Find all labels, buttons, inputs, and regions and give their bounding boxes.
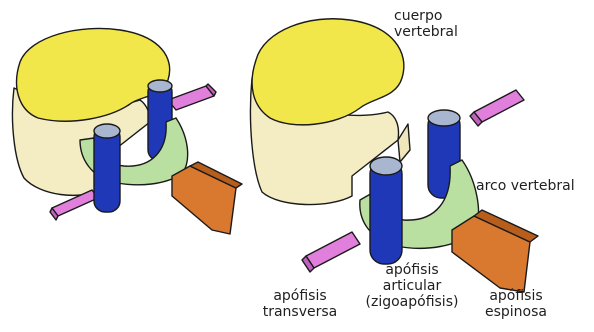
left-transverse-right: [168, 86, 214, 110]
right-vertebra: [250, 19, 538, 292]
label-cuerpo-line1: cuerpo: [394, 8, 458, 24]
label-espinosa-line1: apófisis: [476, 288, 556, 304]
label-cuerpo-vertebral: cuerpo vertebral: [394, 8, 458, 40]
label-transversa-line2: transversa: [260, 304, 340, 320]
left-vertebra: [12, 28, 242, 234]
label-apofisis-espinosa: apófisis espinosa: [476, 288, 556, 320]
label-transversa-line1: apófisis: [260, 288, 340, 304]
label-espinosa-line2: espinosa: [476, 304, 556, 320]
right-body-top: [252, 19, 404, 125]
label-articular-line2: articular: [352, 278, 472, 294]
label-arco-line1: arco vertebral: [476, 178, 575, 194]
label-articular-line3: (zigoapófisis): [352, 294, 472, 310]
left-articular-left: [94, 126, 120, 212]
label-articular-line1: apófisis: [352, 262, 472, 278]
label-apofisis-articular: apófisis articular (zigoapófisis): [352, 262, 472, 310]
label-cuerpo-line2: vertebral: [394, 24, 458, 40]
right-transverse-right: [474, 90, 524, 122]
label-arco-vertebral: arco vertebral: [476, 178, 575, 194]
label-apofisis-transversa: apófisis transversa: [260, 288, 340, 320]
